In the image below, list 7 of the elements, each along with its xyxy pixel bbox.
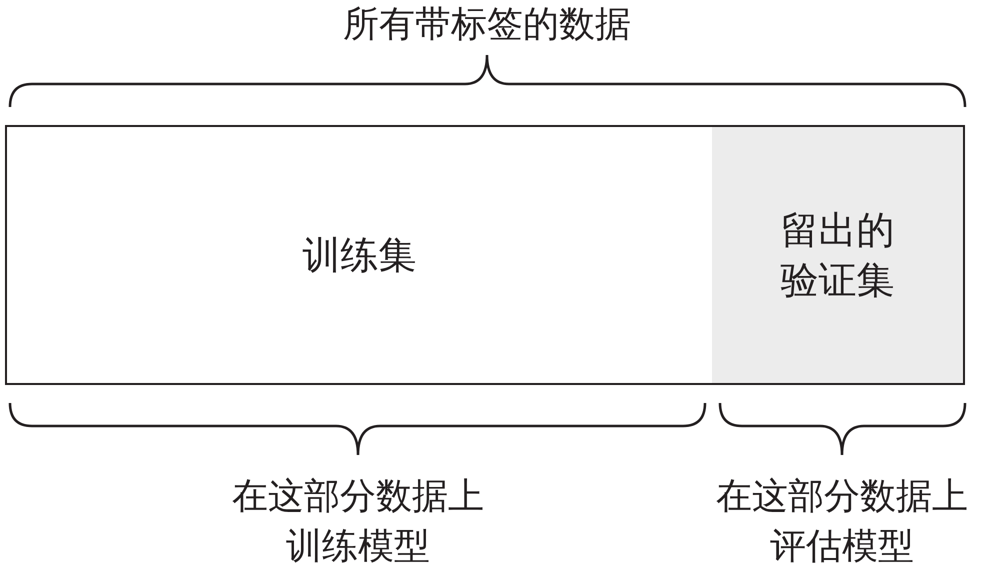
box-label: 训练集 bbox=[302, 232, 416, 279]
bracket-label: 在这部分数据上评估模型 bbox=[715, 475, 970, 569]
data-segment-box bbox=[5, 125, 714, 385]
box-label: 留出的验证集 bbox=[780, 207, 896, 304]
bracket-label: 在这部分数据上训练模型 bbox=[231, 475, 486, 569]
data-segment-box bbox=[712, 125, 965, 385]
bracket-label: 所有带标签的数据 bbox=[342, 3, 632, 47]
